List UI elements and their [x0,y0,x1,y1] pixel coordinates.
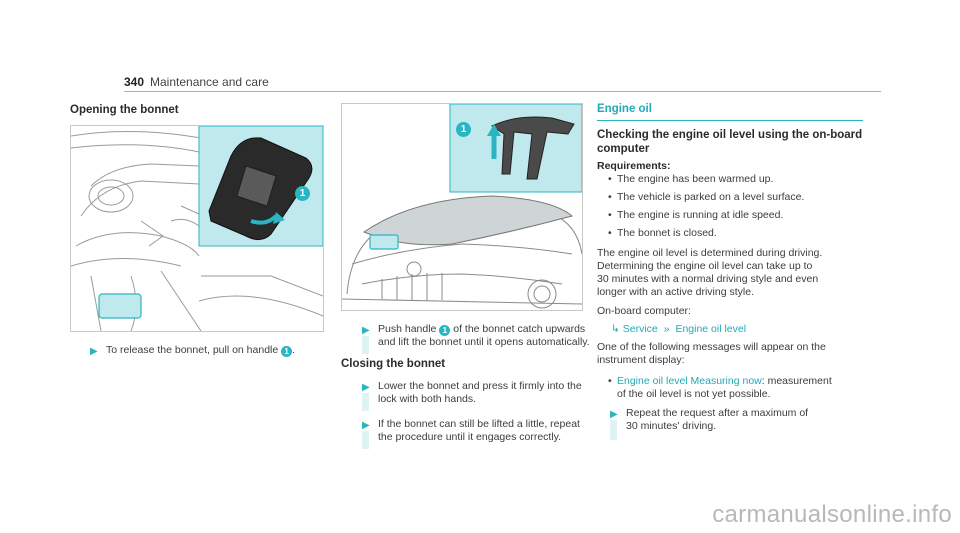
engine-oil-section-title: Engine oil [597,103,652,115]
handle-callout-inline: 1 [281,346,293,357]
step-arrow-icon: ▶ [610,409,618,420]
car-front-drawing [342,104,582,309]
bonnet-open-illustration: 1 [341,103,583,311]
requirement-item: The engine has been warmed up. [617,173,774,185]
requirement-item: The vehicle is parked on a level surface… [617,191,805,203]
header-divider [124,91,881,92]
section-title-underline [597,120,863,121]
step-arrow-icon: ▶ [362,382,370,393]
bullet-icon: • [608,375,612,387]
step-arrow-icon: ▶ [362,420,370,431]
step-text: To release the bonnet, pull on handle [106,344,279,356]
bullet-icon: • [608,191,612,203]
step-repeat-request: ▶ Repeat the request after a maximum of … [610,407,860,447]
oil-level-paragraph: The engine oil level is determined durin… [597,247,823,298]
bullet-icon: • [608,173,612,185]
section-title: Maintenance and care [150,75,269,89]
opening-bonnet-heading: Opening the bonnet [70,104,179,116]
closing-bonnet-heading: Closing the bonnet [341,358,446,370]
step-arrow-icon: ▶ [362,325,370,336]
menu-entry-icon: ↳ [611,323,620,335]
checking-oil-heading: Checking the engine oil level using the … [597,129,863,155]
step-lower-bonnet: ▶ Lower the bonnet and press it firmly i… [362,380,592,411]
catch-handle-callout-1: 1 [456,122,471,137]
handle-callout-inline: 1 [439,325,451,336]
requirement-item: The bonnet is closed. [617,227,717,239]
bullet-icon: • [608,209,612,221]
page-number: 340 [124,75,145,89]
requirement-item: The engine is running at idle speed. [617,209,784,221]
step-repeat-closing: ▶ If the bonnet can still be lifted a li… [362,418,592,449]
menu-item-engine-oil-level[interactable]: Engine oil level [675,323,747,335]
display-message-item: Engine oil level Measuring now: measurem… [617,375,832,400]
bonnet-release-illustration: 1 [70,125,324,332]
handle-callout-1: 1 [295,186,310,201]
requirements-label: Requirements: [597,160,671,172]
menu-chevron-icon: » [663,323,670,335]
bullet-icon: • [608,227,612,239]
onboard-computer-label: On-board computer: [597,305,691,317]
watermark: carmanualsonline.info [712,501,952,528]
menu-item-service[interactable]: Service [622,323,658,335]
menu-path: ↳ Service » Engine oil level [611,323,746,336]
messages-intro: One of the following messages will appea… [597,341,826,366]
step-push-handle: ▶ Push handle 1 of the bonnet catch upwa… [362,323,592,363]
interior-dashboard-drawing [71,126,323,331]
display-message-name: Engine oil level Measuring now [617,375,762,387]
step-arrow-icon: ▶ [90,346,98,357]
